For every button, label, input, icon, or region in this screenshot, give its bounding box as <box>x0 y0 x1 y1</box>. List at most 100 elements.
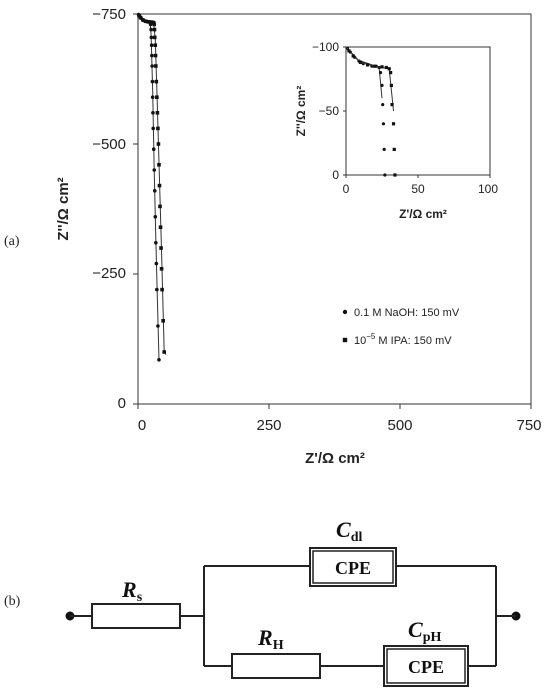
panel-label-b: (b) <box>4 594 21 609</box>
data-point-circle <box>378 71 383 75</box>
data-point-square <box>156 142 161 146</box>
data-point-square <box>393 173 397 177</box>
data-point-circle <box>154 241 158 245</box>
cph-label-main: C <box>408 617 423 642</box>
data-point-circle <box>151 111 155 115</box>
cph-label-sub: pH <box>423 630 442 645</box>
inset-chart: 0 −50 −100 0 50 100 Z'/Ω cm² Z''/Ω cm² <box>294 40 498 221</box>
y-tick-label: −250 <box>92 265 126 282</box>
x-tick-label: 250 <box>256 417 281 434</box>
data-point-square <box>144 19 148 24</box>
legend-marker-circle <box>342 309 348 315</box>
data-point-square <box>156 126 160 131</box>
data-point-square <box>160 287 164 292</box>
data-point-square <box>390 103 394 107</box>
data-point-square <box>391 122 396 126</box>
data-point-square <box>152 35 157 40</box>
equivalent-circuit <box>65 547 521 687</box>
data-point-square <box>161 319 165 323</box>
cdl-label-sub: dl <box>351 530 363 545</box>
data-point-square <box>159 246 163 250</box>
rs-label-sub: s <box>137 590 143 605</box>
rs-label-main: R <box>121 577 137 602</box>
legend-label-rest: M IPA: 150 mV <box>375 335 452 347</box>
data-point-circle <box>149 43 154 47</box>
data-point-circle <box>150 95 155 99</box>
rh-label-main: R <box>257 625 273 650</box>
main-chart: 0 −250 −500 −750 0 250 500 750 Z'/Ω cm² … <box>55 6 542 467</box>
data-point-square <box>358 60 362 64</box>
data-point-square <box>158 204 162 209</box>
plot-frame <box>137 13 532 405</box>
data-point-square <box>138 15 143 20</box>
data-point-square <box>384 65 388 70</box>
inset-y-axis-label: Z''/Ω cm² <box>294 86 308 137</box>
resistor-rh <box>231 653 321 679</box>
inset-y-tick-label: −100 <box>312 40 339 54</box>
data-point-circle <box>156 324 160 328</box>
data-point-circle <box>382 147 386 151</box>
data-point-circle <box>150 64 154 68</box>
data-point-square <box>162 350 166 354</box>
legend-label-sup: −5 <box>366 332 376 341</box>
cpe-cph-text: CPE <box>408 657 444 677</box>
data-point-square <box>155 111 160 115</box>
data-point-square <box>389 71 393 75</box>
data-point-circle <box>157 358 161 362</box>
inset-x-tick-label: 0 <box>343 182 350 196</box>
y-tick-label: 0 <box>118 395 126 412</box>
legend-label: 0.1 M NaOH: 150 mV <box>354 307 460 319</box>
data-point-circle <box>381 103 385 107</box>
legend-label-base: 10 <box>354 335 366 347</box>
inset-y-tick-label: 0 <box>332 168 339 182</box>
data-point-circle <box>380 83 384 87</box>
cdl-label-main: C <box>336 517 351 542</box>
data-point-circle <box>151 147 156 151</box>
cpe-cdl-inner <box>312 550 394 584</box>
x-tick-label: 750 <box>516 417 541 434</box>
data-point-circle <box>152 168 157 172</box>
data-point-circle <box>149 27 153 32</box>
data-point-square <box>153 53 158 58</box>
data-point-square <box>137 13 141 18</box>
data-point-circle <box>150 79 155 84</box>
y-tick-label: −500 <box>92 136 126 153</box>
data-point-circle <box>154 261 159 266</box>
data-point-circle <box>381 122 386 126</box>
data-point-circle <box>155 287 159 292</box>
x-tick-label: 500 <box>387 417 412 434</box>
rh-label: RH <box>257 625 284 653</box>
data-point-circle <box>383 173 387 177</box>
legend-label: 10−5 M IPA: 150 mV <box>354 332 452 347</box>
data-point-square <box>158 225 163 229</box>
cph-label: CpH <box>408 617 441 645</box>
data-point-square <box>366 63 370 67</box>
x-axis-label: Z'/Ω cm² <box>305 450 365 467</box>
data-point-square <box>380 65 384 69</box>
main-plot-area <box>136 12 167 362</box>
resistor-rs <box>91 603 181 629</box>
data-point-square <box>347 49 351 53</box>
data-point-circle <box>151 126 155 131</box>
cpe-cph-inner <box>386 648 466 684</box>
inset-y-tick-label: −50 <box>319 104 340 118</box>
cdl-label: Cdl <box>336 517 362 545</box>
data-point-square <box>152 27 157 32</box>
data-point-square <box>373 64 377 68</box>
data-point-square <box>157 163 161 167</box>
data-point-square <box>155 95 159 99</box>
data-point-circle <box>150 53 154 58</box>
y-axis-label: Z''/Ω cm² <box>55 177 72 240</box>
data-point-square <box>154 64 158 68</box>
data-point-square <box>389 83 393 87</box>
legend-marker-square <box>342 337 348 343</box>
data-point-square <box>146 20 151 24</box>
panel-label-a: (a) <box>4 234 20 249</box>
legend: 0.1 M NaOH: 150 mV 10−5 M IPA: 150 mV <box>342 307 460 347</box>
inset-x-tick-label: 50 <box>411 182 425 196</box>
inset-plot-area <box>345 46 397 177</box>
data-point-square <box>153 43 158 47</box>
rs-label: Rs <box>121 577 143 605</box>
fit-line-series-0 <box>345 46 383 99</box>
